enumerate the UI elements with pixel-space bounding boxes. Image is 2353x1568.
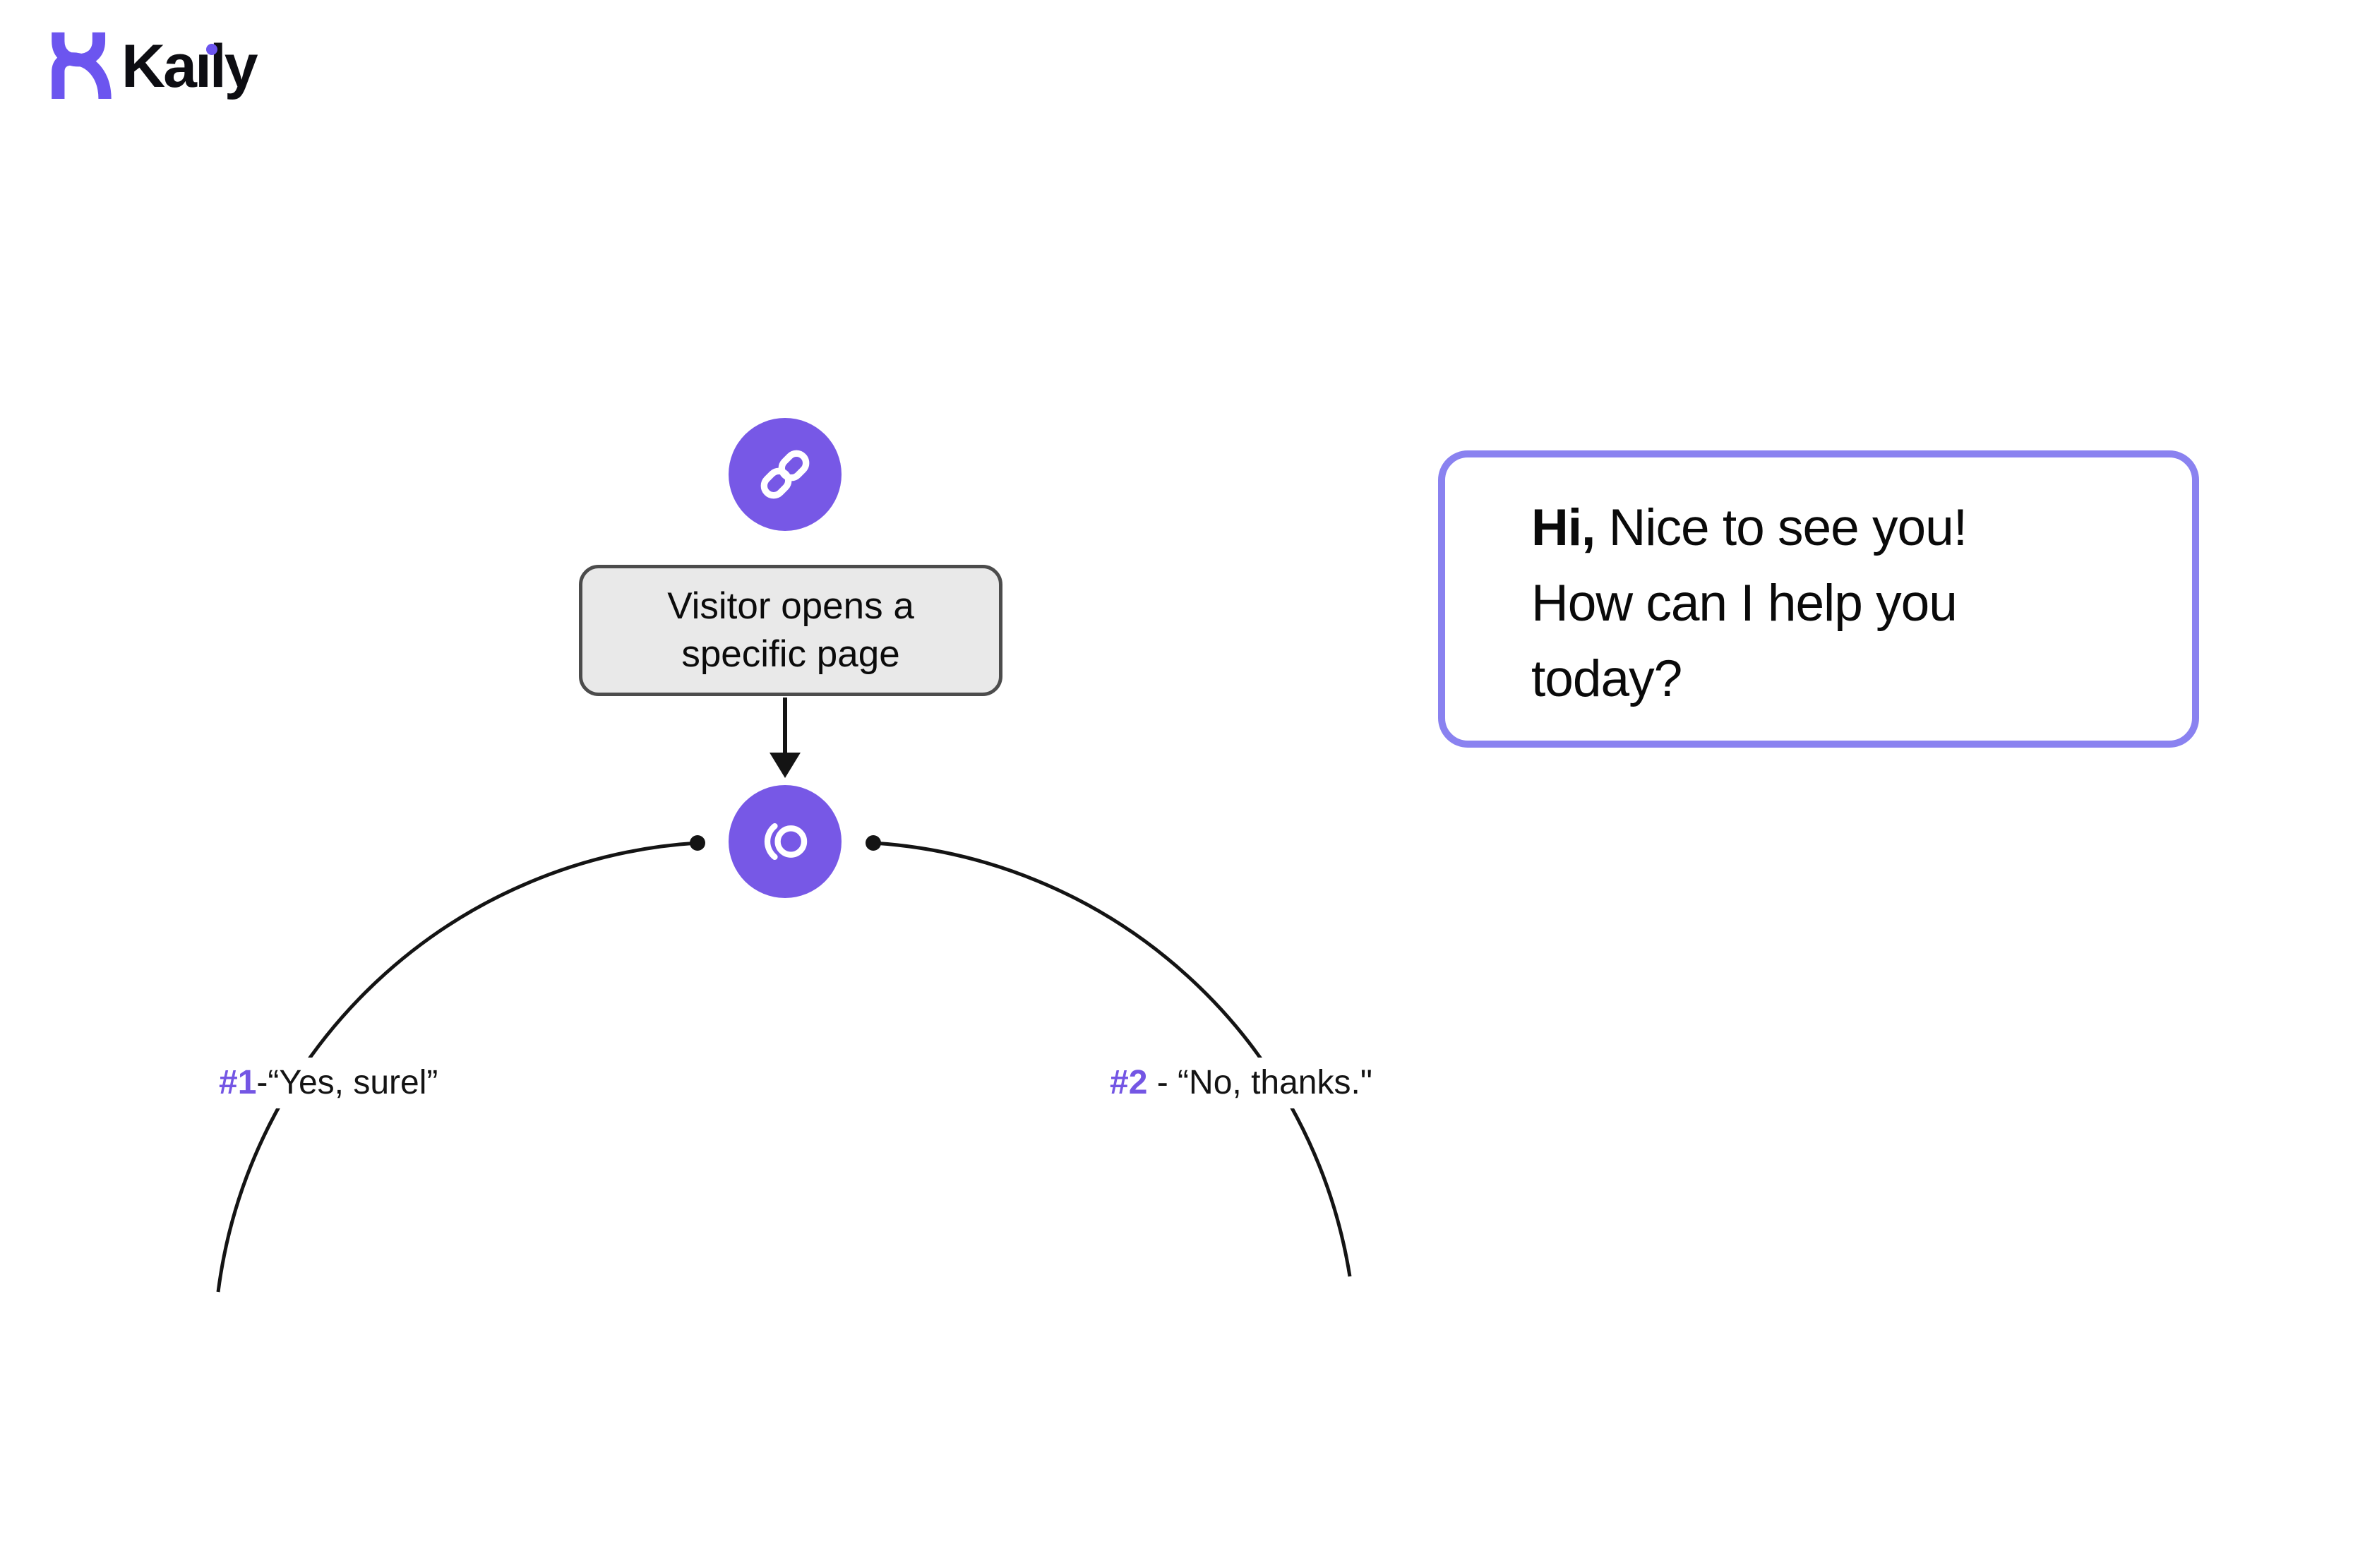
- wordmark-post: ly: [209, 32, 258, 100]
- bubble-line-3: today?: [1531, 650, 1682, 707]
- branch-curve-left: [216, 841, 698, 1293]
- trigger-label-line1: Visitor opens a: [667, 585, 914, 627]
- branch-2-separator: -: [1147, 1064, 1178, 1101]
- brand-wordmark: Kaıly: [121, 32, 258, 100]
- trigger-node-circle: [729, 418, 842, 531]
- branch-2-quote: “No, thanks.": [1178, 1064, 1372, 1101]
- branch-dot-left: [690, 835, 705, 851]
- condition-icon: [764, 823, 808, 860]
- bubble-line-1: Hi, Nice to see you!: [1531, 490, 2150, 565]
- arrow-head: [770, 753, 801, 778]
- trigger-label-box: Visitor opens a specific page: [579, 565, 1002, 696]
- bubble-line-1-rest: Nice to see you!: [1595, 499, 1968, 556]
- bubble-greeting-bold: Hi,: [1531, 499, 1595, 556]
- link-icon: [760, 450, 810, 499]
- bubble-line-2: How can I help you: [1531, 575, 1958, 632]
- branch-label-2: #2 - “No, thanks.": [1103, 1058, 1379, 1108]
- branch-dot-right: [866, 835, 881, 851]
- branch-label-1: #1-“Yes, surel”: [212, 1058, 445, 1108]
- branch-curve-right: [873, 841, 1352, 1277]
- branch-1-separator: -: [256, 1064, 268, 1101]
- brand-logo: Kaıly: [45, 31, 258, 100]
- branch-1-quote: “Yes, surel”: [268, 1064, 438, 1101]
- branch-1-number: #1: [219, 1064, 257, 1101]
- chat-bubble: Hi, Nice to see you! How can I help you …: [1438, 450, 2199, 748]
- condition-node-circle: [729, 785, 842, 898]
- branch-2-number: #2: [1110, 1064, 1148, 1101]
- wordmark-pre: Ka: [121, 32, 197, 100]
- kaily-logo-icon: [52, 32, 112, 99]
- wordmark-i-dot: [206, 44, 217, 55]
- trigger-label-line2: specific page: [681, 633, 900, 675]
